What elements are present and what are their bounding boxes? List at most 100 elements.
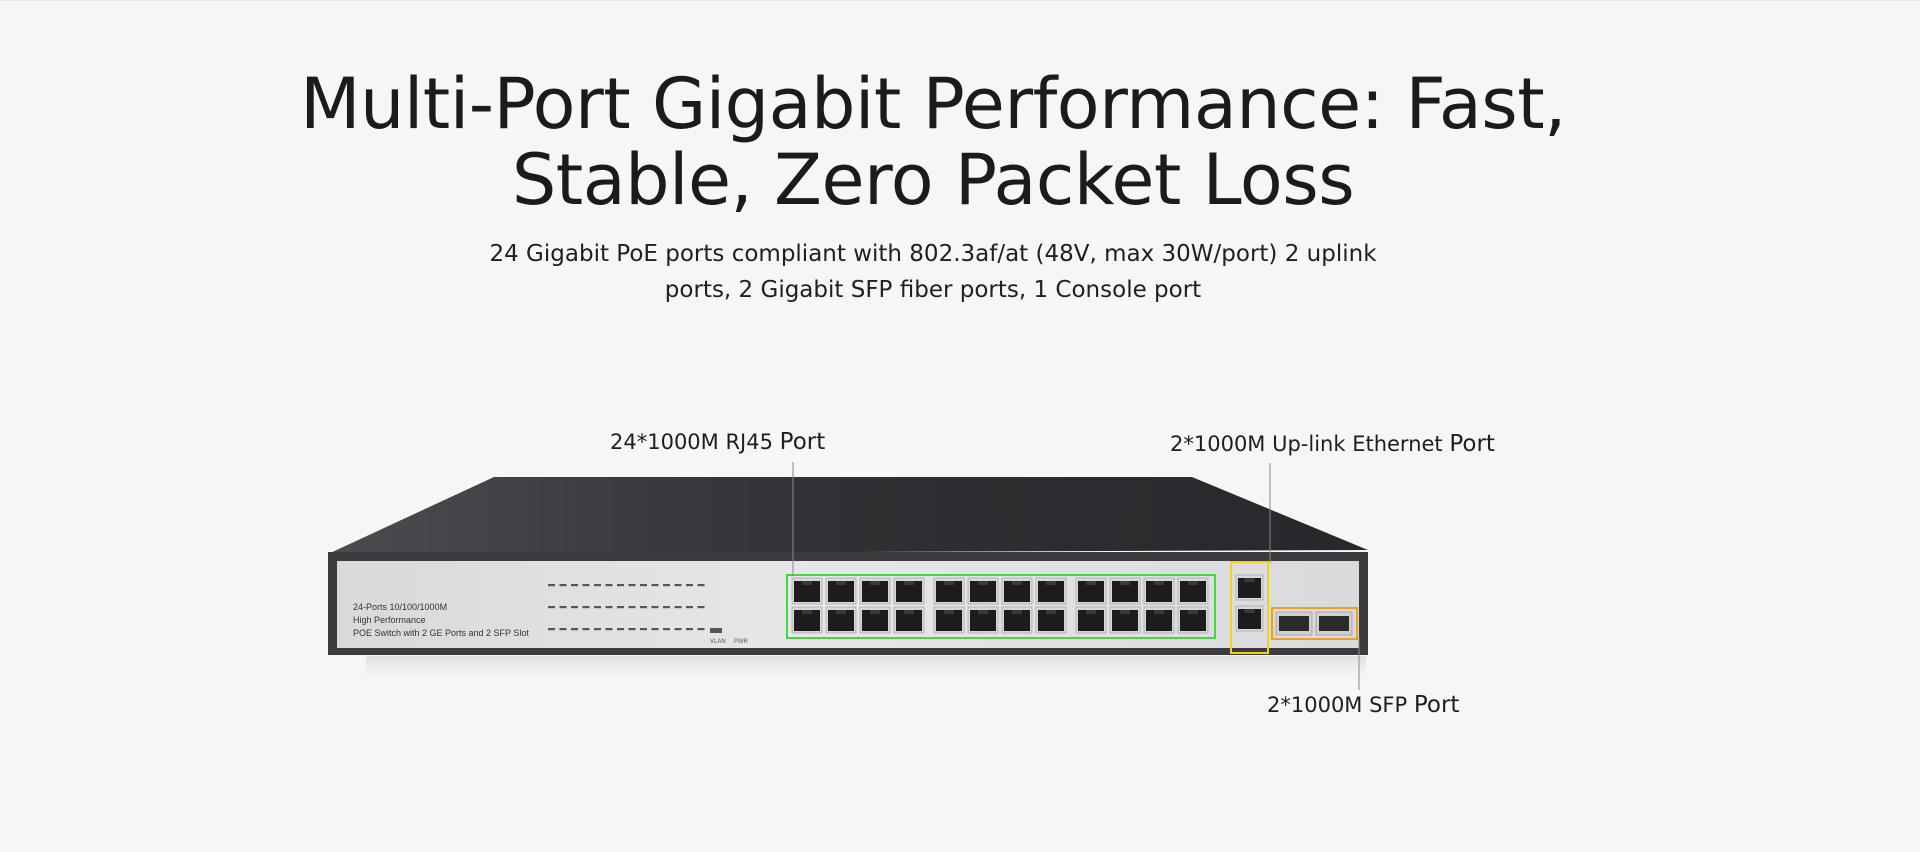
sfp-port-27-slot [1279,616,1309,631]
rj45-port-2 [791,606,823,634]
status-led [686,606,693,609]
description-line-1: 24 Gigabit PoE ports compliant with 802.… [489,241,1377,267]
rj45-port-11-socket [970,581,996,602]
rj45-port-5-socket [862,581,888,602]
status-led [605,584,613,587]
rj45-port-4-socket [828,610,854,631]
vlan-switch [710,628,722,633]
uplink-port-group [1235,574,1264,632]
rj45-port-9-clip [944,581,954,585]
rj45-port-4 [825,606,857,634]
status-led [594,606,601,609]
top-border [0,0,1920,1]
status-led [594,584,601,587]
rj45-port-12-socket [970,610,996,631]
rj45-port-24-socket [1180,610,1206,631]
status-led [640,628,647,631]
rj45-port-2-clip [802,610,812,614]
rj45-port-13 [1001,577,1033,605]
uplink-port-26-socket [1238,609,1261,629]
rj45-highlight-box [786,574,1216,639]
uplink-highlight-box [1230,561,1269,654]
rj45-port-9-socket [936,581,962,602]
rj45-port-6 [859,606,891,634]
sfp-port-28-slot [1319,616,1349,631]
rj45-port-10-clip [944,610,954,614]
title-line-2: Stable, Zero Packet Loss [511,139,1355,221]
status-led [617,606,624,609]
rj45-port-13-clip [1012,581,1022,585]
title-line-1: Multi-Port Gigabit Performance: Fast, [300,63,1566,145]
rj45-port-3-clip [836,581,846,585]
rj45-port-21 [1143,577,1175,605]
status-led [697,628,705,631]
rj45-port-15-clip [1046,581,1056,585]
rj45-port-11-clip [978,581,988,585]
rj45-port-14-socket [1004,610,1030,631]
rj45-port-24 [1177,606,1209,634]
rj45-port-callout-suffix: Port [779,429,826,455]
rj45-port-18-socket [1078,610,1104,631]
uplink-port-25 [1235,574,1264,601]
rj45-port-8 [893,606,925,634]
status-led [697,606,705,609]
rj45-port-8-clip [904,610,914,614]
rj45-port-12 [967,606,999,634]
device-label-line-3: POE Switch with 2 GE Ports and 2 SFP Slo… [353,628,529,638]
rj45-port-9 [933,577,965,605]
uplink-port-26-clip [1244,609,1255,613]
page-description: 24 Gigabit PoE ports compliant with 802.… [0,236,1866,308]
status-led [628,584,636,587]
uplink-port-26 [1235,605,1264,632]
sfp-port-27 [1275,611,1313,636]
status-led [582,628,590,631]
sfp-port-callout: 2*1000M SFP Port [1267,692,1459,718]
rj45-port-group [791,577,1209,634]
rj45-port-5 [859,577,891,605]
rj45-port-2-socket [794,610,820,631]
rj45-port-23 [1177,577,1209,605]
status-led [686,584,693,587]
led-legend-vlan: VLAN [710,639,726,645]
status-led [605,628,613,631]
rj45-port-24-clip [1188,610,1198,614]
rj45-port-7 [893,577,925,605]
rj45-port-22-socket [1146,610,1172,631]
device-label-line-1: 24-Ports 10/100/1000M [353,602,447,612]
rj45-port-6-clip [870,610,880,614]
rj45-port-5-clip [870,581,880,585]
status-led [582,584,590,587]
led-legend-pwr: PWR [734,639,749,645]
status-led [674,628,682,631]
uplink-port-callout-text: 2*1000M Up-link Ethernet [1170,432,1450,456]
rj45-port-17-socket [1078,581,1104,602]
rj45-port-17 [1075,577,1107,605]
rj45-port-callout-text: 24*1000M RJ45 [610,430,780,454]
rj45-port-18-clip [1086,610,1096,614]
status-led [594,628,601,631]
rj45-port-1-socket [794,581,820,602]
switch-reflection [366,656,1366,686]
rj45-port-7-clip [904,581,914,585]
sfp-port-28 [1315,611,1353,636]
status-led [548,606,555,609]
rj45-port-10-socket [936,610,962,631]
sfp-port-callout-suffix: Port [1413,692,1460,718]
rj45-port-16-socket [1038,610,1064,631]
status-led [548,628,555,631]
sfp-highlight-box [1271,607,1358,640]
rj45-port-22-clip [1154,610,1164,614]
switch-top-panel [328,477,1368,554]
rj45-port-15-socket [1038,581,1064,602]
status-led [686,628,693,631]
status-led [663,628,670,631]
uplink-port-25-socket [1238,578,1261,598]
rj45-port-19-socket [1112,581,1138,602]
page-title: Multi-Port Gigabit Performance: Fast, St… [0,66,1866,218]
status-led [571,628,578,631]
rj45-port-1-clip [802,581,812,585]
rj45-port-10 [933,606,965,634]
rj45-port-14-clip [1012,610,1022,614]
status-led [697,584,705,587]
